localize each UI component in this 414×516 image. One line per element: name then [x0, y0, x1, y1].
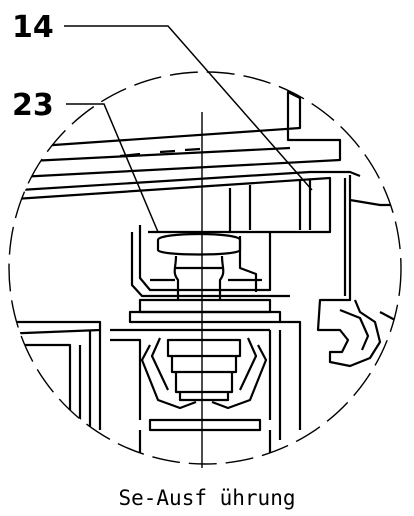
figure-caption: Se-Ausf ührung [118, 486, 295, 510]
upper-rail-profile [9, 90, 342, 180]
cross-section-part [9, 90, 401, 464]
fastener-head [156, 232, 242, 256]
clip-spring [140, 344, 268, 410]
detail-boundary-circle [8, 71, 402, 465]
callout-14: 14 [12, 10, 54, 45]
lower-base-profile [9, 330, 102, 440]
hook-profile [316, 298, 382, 368]
leader-line-14 [64, 25, 313, 191]
clip-housing [138, 225, 272, 292]
callout-23: 23 [12, 88, 54, 123]
leader-line-23 [66, 103, 159, 233]
